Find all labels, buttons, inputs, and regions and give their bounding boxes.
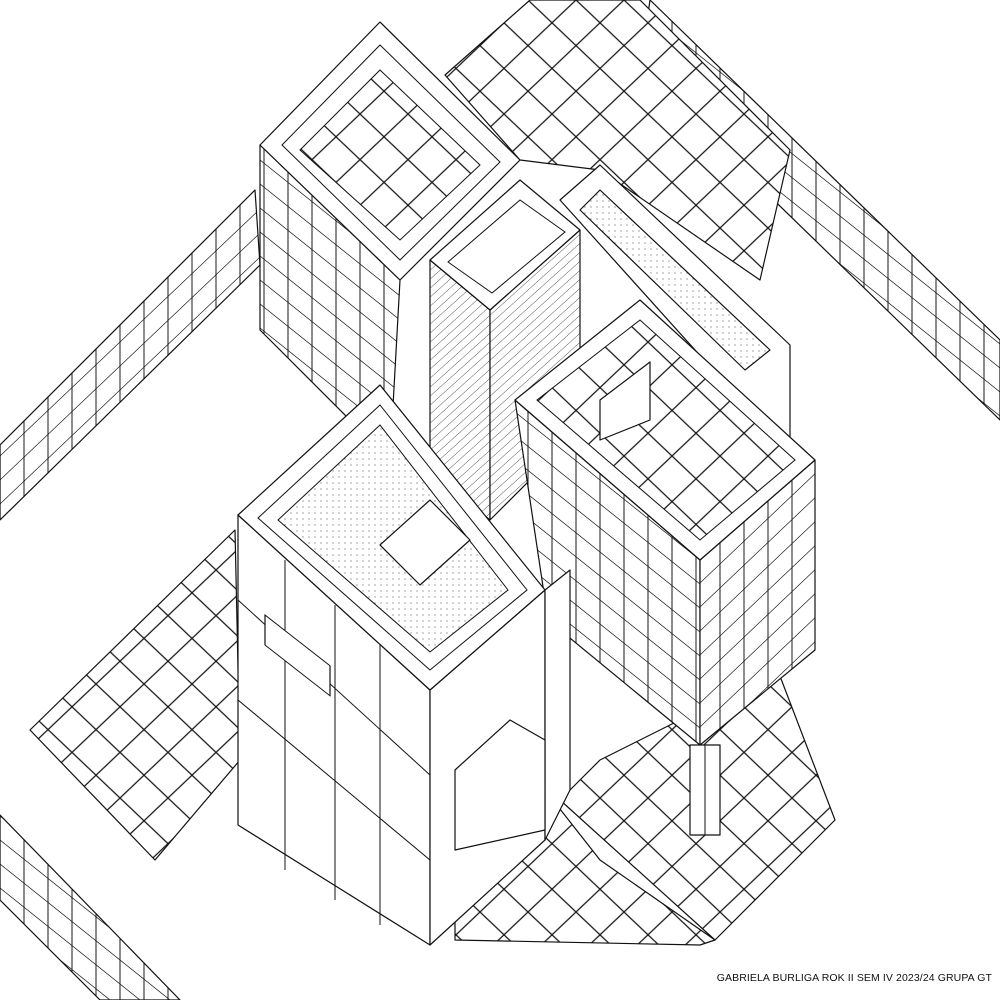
- building-front-left: [237, 384, 546, 946]
- paving-top: [444, 0, 791, 281]
- site-wall-bottom-left: [0, 814, 181, 1000]
- site-wall-left: [0, 189, 261, 521]
- building-center-link: [454, 569, 571, 851]
- building-right: [514, 299, 816, 836]
- drawing-caption: GABRIELA BURLIGA ROK II SEM IV 2023/24 G…: [716, 972, 992, 984]
- paving-bottom-left: [29, 529, 241, 861]
- building-back-left: [259, 21, 521, 461]
